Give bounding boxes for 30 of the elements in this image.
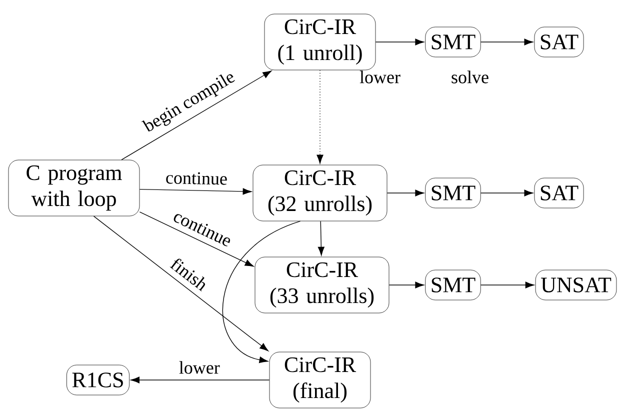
arrow	[388, 282, 424, 288]
process-box: CirC-IR (32 unrolls)	[252, 164, 388, 222]
arrow	[93, 216, 268, 352]
edge-label: lower	[179, 361, 220, 374]
arrow	[121, 70, 272, 160]
edge-label: solve	[452, 70, 488, 84]
process-box: UNSAT	[535, 270, 617, 300]
arrow	[386, 190, 424, 196]
arrow	[139, 188, 252, 195]
edge-label: continue	[166, 172, 227, 185]
arrow	[222, 220, 301, 364]
arrow	[480, 282, 534, 288]
process-box: CirC-IR (33 unrolls)	[254, 256, 390, 314]
arrow	[375, 38, 424, 46]
arrow	[480, 38, 534, 46]
process-box: SAT	[534, 26, 584, 58]
arrow	[318, 220, 324, 256]
process-box: CirC-IR (final)	[269, 352, 371, 408]
arrow	[139, 212, 254, 267]
process-box: R1CS	[66, 364, 130, 396]
process-box: SMT	[425, 178, 481, 208]
arrow	[480, 190, 534, 196]
process-box: C program with loop	[8, 160, 140, 216]
process-box: SMT	[425, 26, 481, 58]
process-box: SAT	[534, 178, 584, 208]
edge-label: lower	[360, 70, 400, 84]
arrow	[316, 70, 324, 164]
process-box: CirC-IR (1 unroll)	[264, 14, 376, 70]
arrow	[130, 376, 270, 384]
process-box: SMT	[425, 270, 481, 300]
